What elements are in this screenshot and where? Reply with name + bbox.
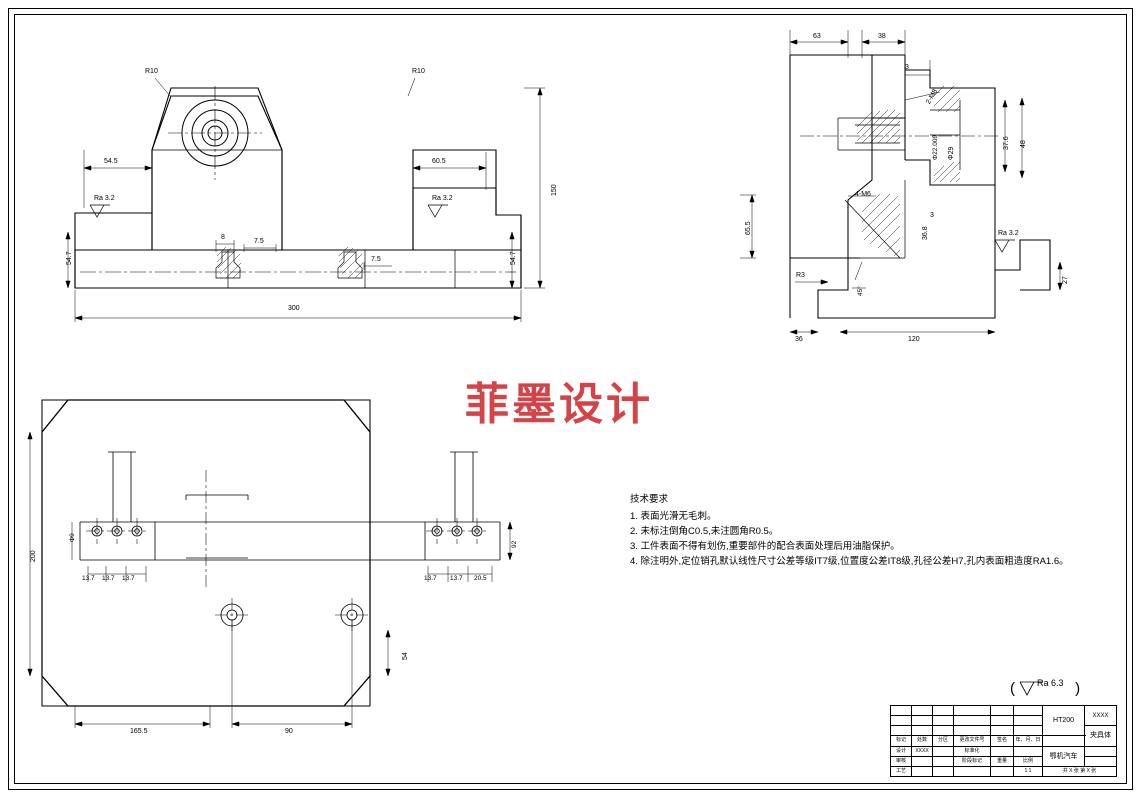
dim-36: 36	[795, 336, 803, 343]
tb-scale-label: 比例	[1013, 755, 1043, 767]
tb-stage-label: 阶段标记	[953, 755, 991, 767]
dim-3-top: 3	[905, 64, 909, 71]
dim-90: 90	[285, 728, 293, 735]
surface-mark-side: Ra 3.2	[998, 230, 1019, 237]
general-surface-finish: ( )	[1010, 680, 1081, 697]
dim-54-7-left: 54.7	[66, 251, 73, 265]
tb-company: 鄂机汽车	[1041, 745, 1086, 767]
surface-mark-front-right: Ra 3.2	[432, 195, 453, 202]
dim-r10-right: R10	[412, 68, 425, 75]
dim-60-5: 60.5	[432, 158, 446, 165]
watermark: 菲墨设计	[465, 380, 653, 429]
dim-4-m6: 4-M6	[855, 191, 871, 198]
dim-54-5: 54.5	[104, 158, 118, 165]
note-item-2: 2. 未标注倒角C0.5,未注圆角R0.5。	[630, 526, 779, 537]
tb-sign: 签名	[990, 735, 1014, 747]
sheet-border-outer	[8, 8, 1133, 790]
dim-165-5: 165.5	[130, 728, 148, 735]
dim-150: 150	[551, 184, 558, 196]
dim-63: 63	[813, 33, 821, 40]
tb-zone: 分区	[932, 735, 954, 747]
dim-13-7-e: 13.7	[450, 575, 463, 582]
dim-20-5: 20.5	[474, 575, 487, 582]
tb-design-value: XXXX	[911, 745, 933, 757]
dim-37-6: 37.6	[1003, 136, 1010, 150]
dim-13-7-d: 13.7	[424, 575, 437, 582]
tb-change-no: 更改文件号	[953, 735, 991, 747]
dim-phi22-009: Φ22.009	[932, 134, 939, 160]
dim-200: 200	[30, 550, 37, 562]
dim-65-5: 65.5	[745, 221, 752, 235]
dim-54-7-right: 54.7	[510, 251, 517, 265]
dim-r3: R3	[796, 272, 805, 279]
dim-92: 92	[511, 540, 518, 548]
tb-weight-label: 重量	[990, 755, 1014, 767]
tb-material: HT200	[1041, 704, 1086, 737]
dim-phi9: Φ9	[69, 533, 76, 542]
tb-code: XXXX	[1084, 704, 1117, 727]
dim-13-7-a: 13.7	[82, 575, 95, 582]
dim-48: 48	[1020, 140, 1027, 148]
tb-mark: 标记	[890, 735, 912, 747]
tb-count: 处数	[911, 735, 933, 747]
dim-r10-left: R10	[145, 68, 158, 75]
tb-sheets: 共 X 张 第 X 张	[1042, 765, 1117, 778]
note-item-4: 4. 除注明外,定位销孔默认线性尺寸公差等级IT7级,位置度公差IT8级,孔径公…	[630, 556, 1069, 567]
sheet-border-inner	[14, 14, 1127, 784]
dim-36-8: 36.8	[922, 226, 929, 240]
dim-38: 38	[878, 33, 886, 40]
title-block: HT200 XXXX 夹具体 标记 处数 分区 更改文件号 签名 年、月、日 设…	[890, 704, 1117, 778]
note-item-1: 1. 表面光滑无毛刺。	[630, 511, 717, 522]
notes-title: 技术要求	[630, 494, 669, 505]
tb-process-label: 工艺	[890, 765, 912, 778]
surface-mark-front-left: Ra 3.2	[94, 195, 115, 202]
dim-3-bottom: 3	[930, 212, 934, 219]
dim-45deg: 45°	[857, 286, 864, 296]
dim-120: 120	[908, 336, 920, 343]
tb-part-name: 夹具体	[1084, 725, 1117, 747]
dim-13-7-b: 13.7	[102, 575, 115, 582]
tb-design-label: 设计	[890, 745, 912, 757]
dim-7-5-a: 7.5	[254, 238, 264, 245]
dim-300: 300	[288, 305, 300, 312]
dim-13-7-c: 13.7	[122, 575, 135, 582]
tb-scale-value: 1:1	[1013, 765, 1043, 778]
tb-standardize-label: 标准化	[953, 745, 991, 757]
general-surface-finish-value: Ra 6.3	[1037, 678, 1064, 688]
dim-54: 54	[402, 652, 409, 660]
dim-phi29: Φ29	[948, 146, 955, 160]
dim-7-5-b: 7.5	[371, 256, 381, 263]
technical-requirements: 技术要求 1. 表面光滑无毛刺。 2. 未标注倒角C0.5,未注圆角R0.5。 …	[630, 492, 1069, 569]
tb-review-label: 审核	[890, 755, 912, 767]
tb-date: 年、月、日	[1013, 735, 1043, 747]
note-item-3: 3. 工件表面不得有划伤,重要部件的配合表面处理后用油脂保护。	[630, 541, 900, 552]
dim-27: 27	[1062, 276, 1069, 284]
dim-8: 8	[221, 234, 225, 241]
